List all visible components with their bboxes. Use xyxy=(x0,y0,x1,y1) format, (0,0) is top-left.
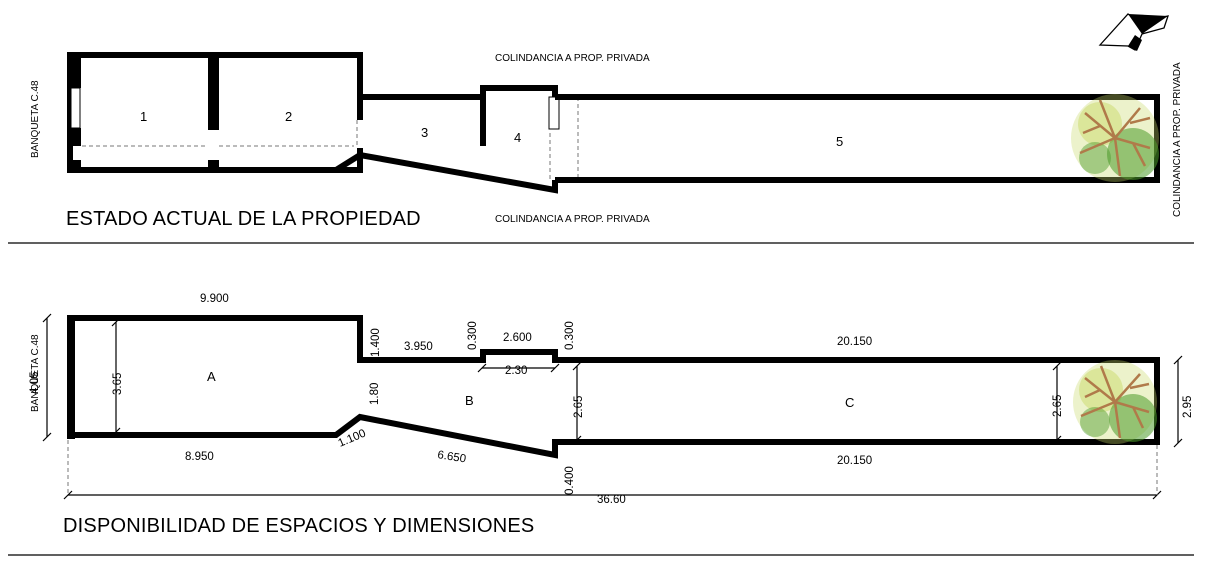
bottom-plan xyxy=(67,315,1160,459)
window-opening xyxy=(70,87,81,129)
dim-c-left-height: 2.65 xyxy=(573,396,585,418)
top-plan xyxy=(67,52,1160,194)
dim-a-height-inner: 3.65 xyxy=(112,373,124,395)
dim-step-b2: 0.300 xyxy=(564,321,576,350)
bottom-plan-title: DISPONIBILIDAD DE ESPACIOS Y DIMENSIONES xyxy=(63,515,534,537)
partition-wall xyxy=(208,160,219,173)
dim-total-length: 36.60 xyxy=(597,494,626,506)
north-arrow-icon xyxy=(1098,13,1169,51)
dim-b-bottom: 6.650 xyxy=(437,449,467,465)
partition-wall xyxy=(208,52,219,130)
bottom-plan-outline xyxy=(67,315,1160,459)
door-gap xyxy=(354,120,364,148)
dimension-lines xyxy=(42,313,1183,500)
dim-a-top: 9.900 xyxy=(200,293,229,305)
room-1-label: 1 xyxy=(140,109,147,124)
dim-b-top: 3.950 xyxy=(404,341,433,353)
wall-pier xyxy=(67,52,81,88)
top-plan-title: ESTADO ACTUAL DE LA PROPIEDAD xyxy=(66,208,421,230)
dim-c-outer-height: 2.95 xyxy=(1182,396,1194,418)
room-4-walls xyxy=(480,85,558,146)
dim-a-height-outer: 4.05 xyxy=(29,372,41,394)
tree-top-icon xyxy=(1071,94,1159,182)
dim-c-bottom: 20.150 xyxy=(837,455,872,467)
wall-pier xyxy=(67,128,81,146)
dim-a-bottom: 8.950 xyxy=(185,451,214,463)
room-4-label: 4 xyxy=(514,130,521,145)
dim-niche-inner: 2.30 xyxy=(505,365,527,377)
room-5-label: 5 xyxy=(836,134,843,149)
tree-bottom-icon xyxy=(1073,360,1157,444)
top-boundary-label: COLINDANCIA A PROP. PRIVADA xyxy=(495,53,650,64)
room-3-diagonal-wall xyxy=(334,151,558,194)
street-label-top: BANQUETA C.48 xyxy=(30,80,41,158)
dim-step-c: 0.400 xyxy=(564,466,576,495)
dim-c-top: 20.150 xyxy=(837,336,872,348)
dim-niche-outer: 2.600 xyxy=(503,332,532,344)
window-opening xyxy=(548,96,560,130)
front-wall xyxy=(67,315,75,439)
dim-b-height: 1.80 xyxy=(369,383,381,405)
room-5-walls xyxy=(555,94,1160,183)
dim-step-a: 1.400 xyxy=(370,328,382,357)
room-2-label: 2 xyxy=(285,109,292,124)
dim-step-b1: 0.300 xyxy=(467,321,479,350)
wall-pier xyxy=(67,160,81,173)
zone-a-label: A xyxy=(207,369,216,384)
dim-c-right-height: 2.65 xyxy=(1052,395,1064,417)
room-3-label: 3 xyxy=(421,125,428,140)
zone-b-label: B xyxy=(465,393,474,408)
zone-c-label: C xyxy=(845,395,854,410)
bottom-boundary-label: COLINDANCIA A PROP. PRIVADA xyxy=(495,214,650,225)
right-boundary-label: COLINDANCIA A PROP. PRIVADA xyxy=(1172,62,1183,217)
street-label-bottom: BANQUETA C.48 xyxy=(30,334,41,412)
